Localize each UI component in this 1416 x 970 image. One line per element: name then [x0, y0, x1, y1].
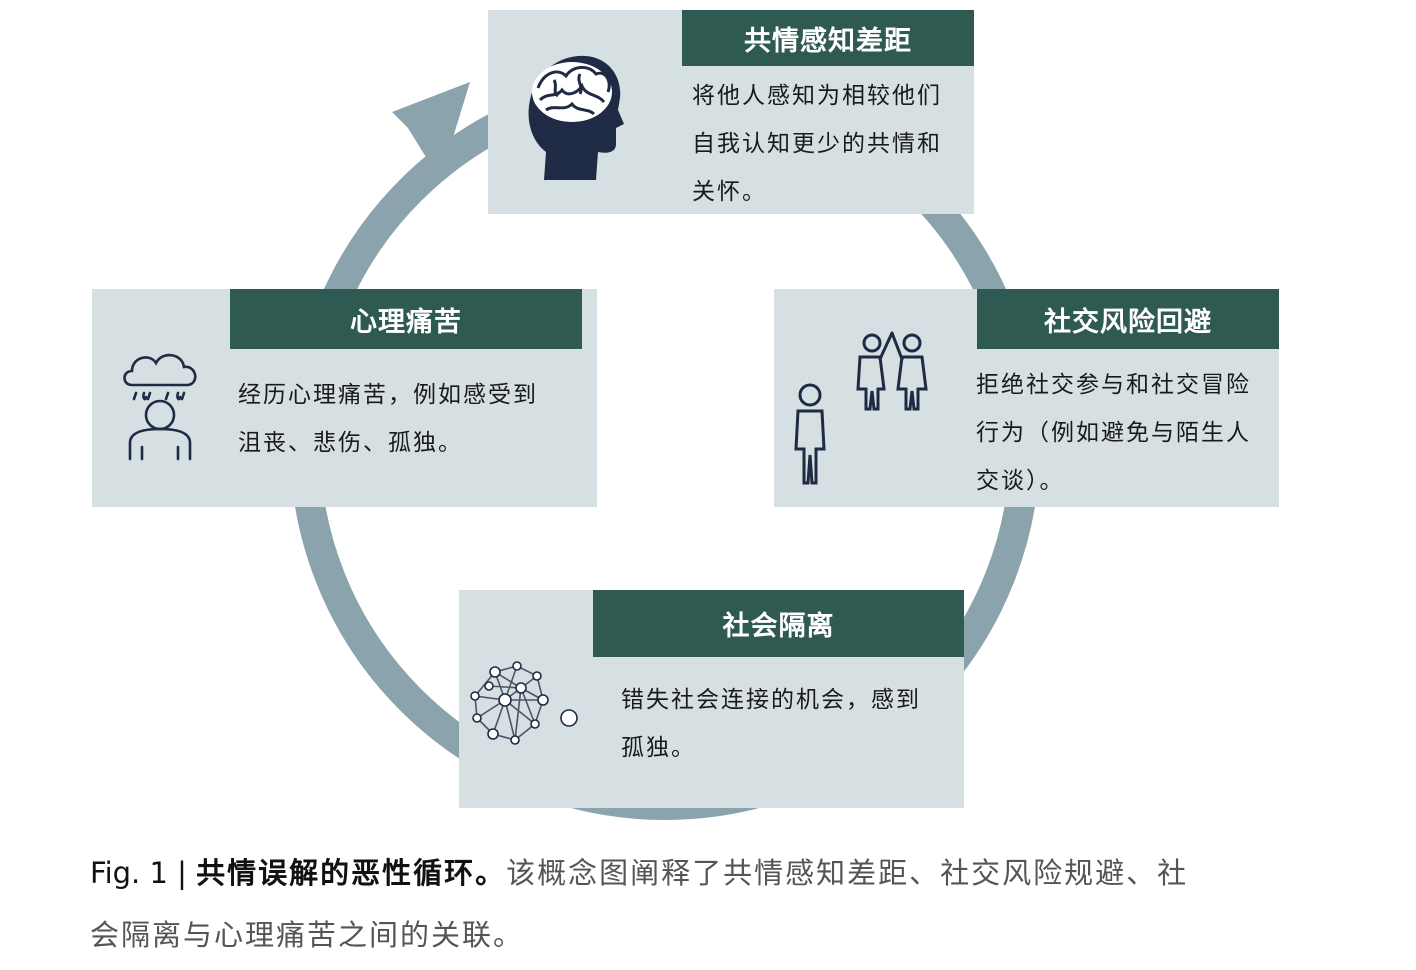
- node-social-risk-avoidance-title: 社交风险回避: [977, 289, 1279, 349]
- raincloud-person-icon: [123, 353, 197, 461]
- node-psychological-distress: 心理痛苦 经历心理痛苦，例如感受到 沮丧、悲伤、孤独。: [92, 289, 597, 507]
- figure-caption: Fig. 1 | 共情误解的恶性循环。该概念图阐释了共情感知差距、社交风险规避、…: [90, 842, 1310, 966]
- node-title-text: 社会隔离: [722, 611, 835, 642]
- body-line: 自我认知更少的共情和: [692, 131, 942, 157]
- body-line: 拒绝社交参与和社交冒险: [976, 372, 1251, 398]
- body-line: 关怀。: [692, 179, 767, 205]
- body-line: 将他人感知为相较他们: [692, 83, 942, 109]
- body-line: 错失社会连接的机会，感到: [621, 687, 921, 713]
- body-line: 孤独。: [621, 735, 696, 761]
- node-social-risk-avoidance-body: 拒绝社交参与和社交冒险 行为（例如避免与陌生人 交谈）。: [976, 361, 1276, 505]
- body-line: 沮丧、悲伤、孤独。: [238, 430, 463, 456]
- excluded-person-icon: [794, 331, 928, 485]
- body-line: 交谈）。: [976, 468, 1065, 494]
- network-isolation-icon: [470, 661, 578, 745]
- body-line: 行为（例如避免与陌生人: [976, 420, 1251, 446]
- node-social-isolation: 社会隔离 错失社会连接的机会，感到 孤独。: [459, 590, 964, 808]
- node-empathy-gap-title: 共情感知差距: [682, 10, 974, 66]
- figure-title: 共情误解的恶性循环。: [196, 856, 507, 890]
- node-social-isolation-body: 错失社会连接的机会，感到 孤独。: [621, 676, 961, 772]
- node-empathy-gap: 共情感知差距 将他人感知为相较他们 自我认知更少的共情和 关怀。: [488, 10, 974, 214]
- node-psychological-distress-title: 心理痛苦: [230, 289, 582, 349]
- node-title-text: 社交风险回避: [1044, 306, 1212, 338]
- caption-text-line1: 该概念图阐释了共情感知差距、社交风险规避、社: [506, 856, 1189, 890]
- caption-text-line2: 会隔离与心理痛苦之间的关联。: [90, 918, 525, 952]
- brain-head-icon: [528, 55, 624, 180]
- node-empathy-gap-body: 将他人感知为相较他们 自我认知更少的共情和 关怀。: [692, 72, 972, 216]
- cycle-arrowhead: [392, 82, 470, 180]
- node-title-text: 心理痛苦: [350, 306, 462, 338]
- body-line: 经历心理痛苦，例如感受到: [238, 382, 538, 408]
- node-psychological-distress-body: 经历心理痛苦，例如感受到 沮丧、悲伤、孤独。: [238, 371, 594, 467]
- node-social-risk-avoidance: 社交风险回避 拒绝社交参与和社交冒险 行为（例如避免与陌生人 交谈）。: [774, 289, 1279, 507]
- node-title-text: 共情感知差距: [744, 25, 912, 57]
- figure-label: Fig. 1 |: [90, 856, 197, 890]
- node-social-isolation-title: 社会隔离: [593, 590, 964, 657]
